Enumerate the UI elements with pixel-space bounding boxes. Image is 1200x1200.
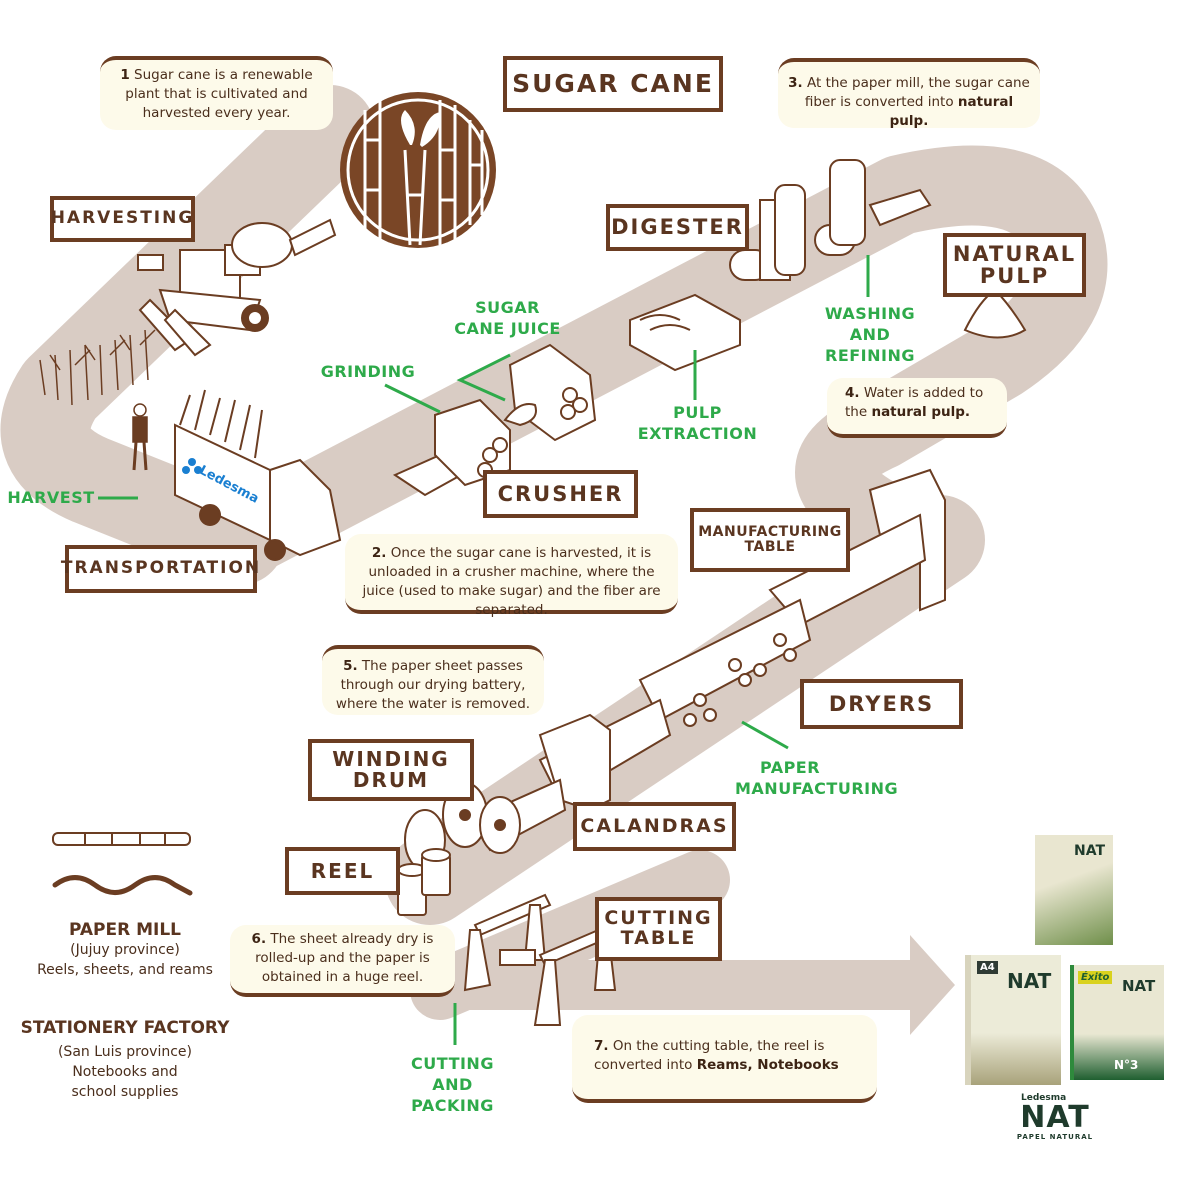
note-2-number: 2.: [371, 545, 387, 561]
label-reel: REEL: [285, 847, 400, 895]
process-washing-refining: WASHING AND REFINING: [824, 304, 916, 365]
note-7-bold: Reams, Notebooks: [696, 1057, 839, 1073]
legend-stationery-location: (San Luis province): [57, 1044, 193, 1060]
note-7-text: On the cutting table, the reel is conver…: [594, 1038, 825, 1073]
product-ream-a4-brand: NAT: [1007, 969, 1052, 993]
digester-illustration: [629, 159, 932, 372]
note-5-text: The paper sheet passes through our dryin…: [335, 658, 531, 712]
crusher-illustration: [392, 343, 597, 497]
label-crusher: CRUSHER: [483, 470, 638, 518]
worker-illustration: [132, 403, 148, 471]
process-pulp-extraction: PULP EXTRACTION: [637, 403, 758, 443]
legend-stationery-products: Notebooks and school supplies: [71, 1064, 179, 1100]
output-arrow: [440, 935, 955, 1035]
note-4-number: 4.: [845, 385, 860, 401]
product-ream-a4: A4 NAT: [965, 955, 1061, 1085]
legend-paper-mill-location: (Jujuy province): [70, 942, 180, 958]
note-6-number: 6.: [251, 931, 267, 947]
product-exito: Éxito NAT N°3: [1070, 965, 1164, 1080]
truck-illustration: [174, 389, 342, 561]
note-1-number: 1: [120, 67, 130, 83]
note-4-bold: natural pulp.: [871, 404, 971, 420]
pointer-lines: [98, 255, 870, 1045]
label-winding-drum: WINDING DRUM: [308, 739, 474, 801]
nat-logo-company: Ledesma: [1021, 1093, 1067, 1103]
note-3-bold: natural pulp.: [889, 94, 1014, 129]
cane-field-illustration: [39, 329, 156, 406]
process-sugar-cane-juice: SUGAR CANE JUICE: [454, 298, 561, 338]
product-exito-label: Éxito: [1078, 971, 1113, 984]
legend-paper-mill-title: PAPER MILL: [68, 920, 182, 940]
note-1-text: Sugar cane is a renewable plant that is …: [125, 67, 313, 121]
harvester-illustration: [137, 218, 337, 357]
label-calandras: CALANDRAS: [573, 802, 736, 851]
label-harvesting: HARVESTING: [50, 196, 195, 242]
nat-logo: Ledesma NAT PAPEL NATURAL: [1015, 1093, 1095, 1141]
process-grinding: GRINDING: [320, 362, 416, 381]
note-7-number: 7.: [594, 1038, 609, 1054]
label-manufacturing-table: MANUFACTURING TABLE: [690, 508, 850, 572]
label-natural-pulp: NATURAL PULP: [943, 233, 1086, 297]
legend-paper-mill-products: Reels, sheets, and reams: [37, 962, 213, 978]
note-4-text: Water is added to the: [845, 385, 984, 420]
note-7: 7. On the cutting table, the reel is con…: [572, 1015, 877, 1103]
legend-wave-icon: [52, 875, 193, 896]
process-harvest: HARVEST: [7, 488, 95, 507]
natural-pulp-pile: [963, 288, 1027, 339]
legend-cane-icon: [52, 832, 191, 846]
legend-stationery-title: STATIONERY FACTORY: [20, 1018, 230, 1038]
note-6-text: The sheet already dry is rolled-up and t…: [255, 931, 434, 985]
process-paper-manufacturing: PAPER MANUFACTURING: [735, 758, 899, 798]
sugar-cane-icon: [340, 92, 496, 248]
product-exito-brand: NAT: [1122, 977, 1156, 995]
nat-logo-tagline: PAPEL NATURAL: [1016, 1133, 1094, 1141]
note-5-number: 5.: [343, 658, 358, 674]
note-1: 1 Sugar cane is a renewable plant that i…: [100, 56, 333, 130]
note-3-text: At the paper mill, the sugar cane fiber …: [804, 75, 1030, 110]
note-5: 5. The paper sheet passes through our dr…: [322, 645, 544, 715]
note-6: 6. The sheet already dry is rolled-up an…: [230, 925, 455, 997]
process-cutting-packing: CUTTING AND PACKING: [411, 1054, 494, 1115]
label-cutting-table: CUTTING TABLE: [595, 897, 722, 961]
page-title: SUGAR CANE: [503, 56, 723, 112]
note-3-number: 3.: [788, 75, 803, 91]
note-2: 2. Once the sugar cane is harvested, it …: [345, 534, 678, 618]
ledesma-logo-icon: [182, 458, 202, 474]
product-notebook: NAT: [1035, 835, 1113, 945]
legend-paper-mill: PAPER MILL (Jujuy province) Reels, sheet…: [20, 920, 230, 980]
label-digester: DIGESTER: [606, 204, 749, 251]
note-4: 4. Water is added to the natural pulp.: [827, 378, 1007, 438]
legend-stationery: STATIONERY FACTORY (San Luis province) N…: [10, 1018, 240, 1102]
product-exito-number: N°3: [1114, 1058, 1139, 1072]
note-3: 3. At the paper mill, the sugar cane fib…: [778, 58, 1040, 129]
label-transportation: TRANSPORTATION: [61, 545, 259, 593]
note-2-text: Once the sugar cane is harvested, it is …: [362, 545, 661, 618]
label-dryers: DRYERS: [800, 679, 963, 729]
product-notebook-brand: NAT: [1073, 843, 1105, 859]
product-ream-a4-label: A4: [977, 961, 998, 974]
nat-logo-brand: NAT: [1020, 1100, 1090, 1135]
